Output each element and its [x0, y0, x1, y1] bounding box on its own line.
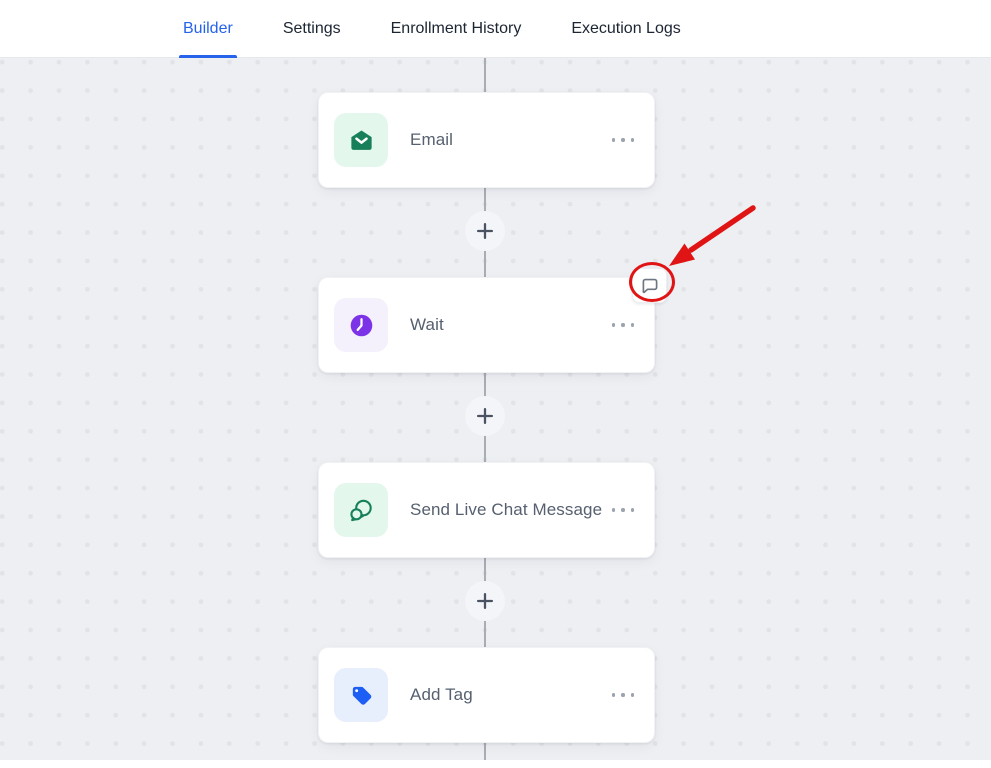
workflow-canvas[interactable]: Email Wait	[0, 58, 991, 768]
clock-icon	[334, 298, 388, 352]
email-envelope-icon	[334, 113, 388, 167]
add-step-button[interactable]	[465, 581, 505, 621]
workflow-node-wait[interactable]: Wait	[318, 277, 655, 373]
tab-settings[interactable]: Settings	[282, 19, 341, 37]
node-menu-button[interactable]	[610, 502, 637, 518]
live-chat-icon	[334, 483, 388, 537]
workflow-node-add-tag[interactable]: Add Tag	[318, 647, 655, 743]
plus-icon	[476, 407, 494, 425]
node-label: Send Live Chat Message	[410, 500, 603, 519]
tag-icon	[334, 668, 388, 722]
node-menu-button[interactable]	[610, 317, 637, 333]
add-step-button[interactable]	[465, 396, 505, 436]
tab-builder[interactable]: Builder	[179, 0, 237, 58]
node-menu-button[interactable]	[610, 687, 637, 703]
workflow-node-email[interactable]: Email	[318, 92, 655, 188]
bottom-strip	[0, 760, 991, 768]
tab-execution-logs[interactable]: Execution Logs	[571, 19, 681, 37]
tab-enrollment-history[interactable]: Enrollment History	[390, 19, 522, 37]
node-label: Wait	[410, 315, 444, 334]
node-menu-button[interactable]	[610, 132, 637, 148]
plus-icon	[476, 222, 494, 240]
node-label: Email	[410, 130, 454, 149]
workflow-node-live-chat[interactable]: Send Live Chat Message	[318, 462, 655, 558]
tab-bar: Builder Settings Enrollment History Exec…	[0, 0, 991, 58]
tab-list: Builder Settings Enrollment History Exec…	[0, 0, 991, 58]
add-step-button[interactable]	[465, 211, 505, 251]
comment-bubble-button[interactable]	[632, 268, 667, 303]
plus-icon	[476, 592, 494, 610]
speech-bubble-icon	[642, 278, 657, 293]
node-label: Add Tag	[410, 685, 473, 704]
